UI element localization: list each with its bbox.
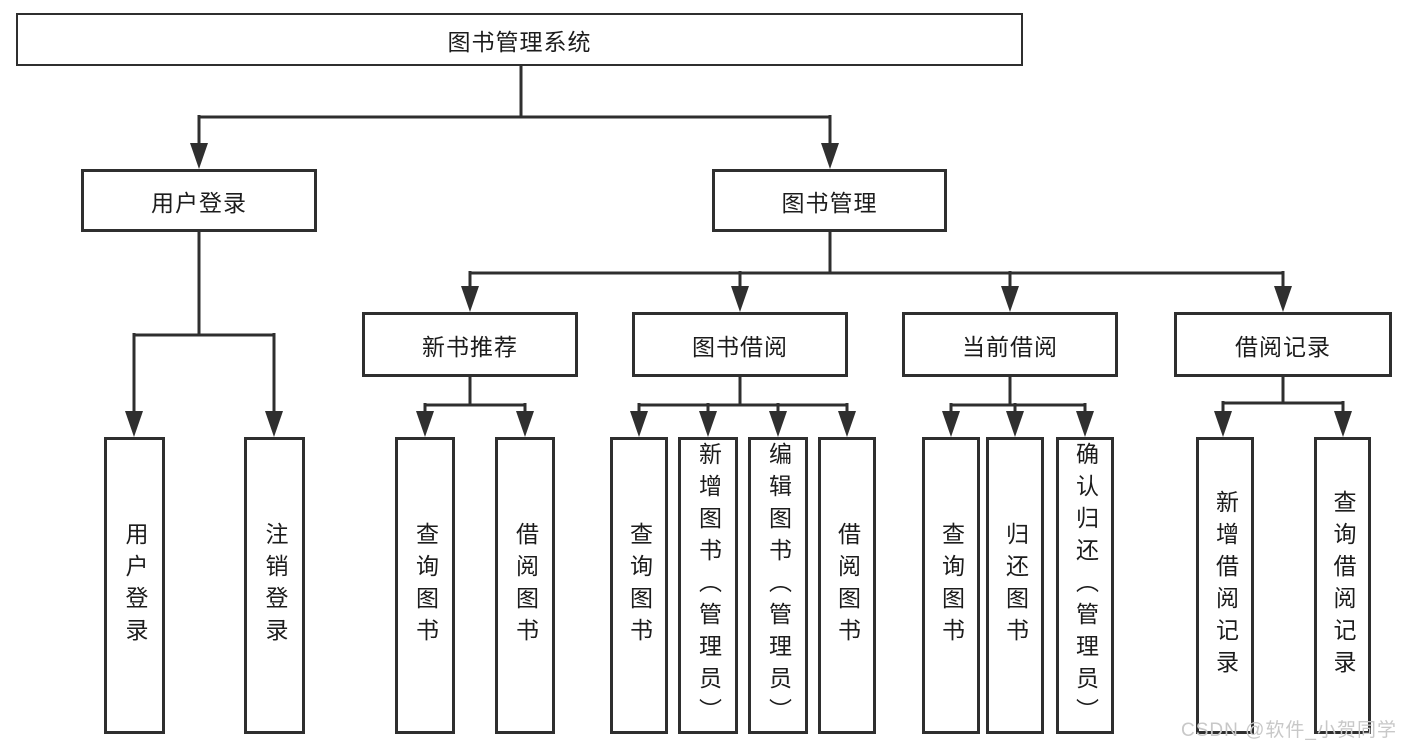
leaf-query-borrow-record: 查询借阅记录 [1314,437,1371,734]
node-borrow-records: 借阅记录 [1174,312,1392,377]
leaf-borrow-books: 借阅图书 [818,437,876,734]
leaf-logout: 注销登录 [244,437,305,734]
leaf-query-books-recommend: 查询图书 [395,437,455,734]
node-book-management: 图书管理 [712,169,947,232]
node-book-borrow: 图书借阅 [632,312,848,377]
watermark-text: CSDN @软件_小贺同学 [1181,720,1397,741]
node-new-book-recommend: 新书推荐 [362,312,578,377]
leaf-user-login: 用户登录 [104,437,165,734]
leaf-confirm-return-admin: 确认归还（管理员） [1056,437,1114,734]
leaf-return-book: 归还图书 [986,437,1044,734]
leaf-edit-book-admin: 编辑图书（管理员） [748,437,808,734]
node-user-login: 用户登录 [81,169,317,232]
node-current-borrow: 当前借阅 [902,312,1118,377]
node-library-management-system: 图书管理系统 [16,13,1023,66]
leaf-query-books-current: 查询图书 [922,437,980,734]
leaf-borrow-books-recommend: 借阅图书 [495,437,555,734]
leaf-query-books-borrow: 查询图书 [610,437,668,734]
leaf-add-book-admin: 新增图书（管理员） [678,437,738,734]
leaf-add-borrow-record: 新增借阅记录 [1196,437,1254,734]
